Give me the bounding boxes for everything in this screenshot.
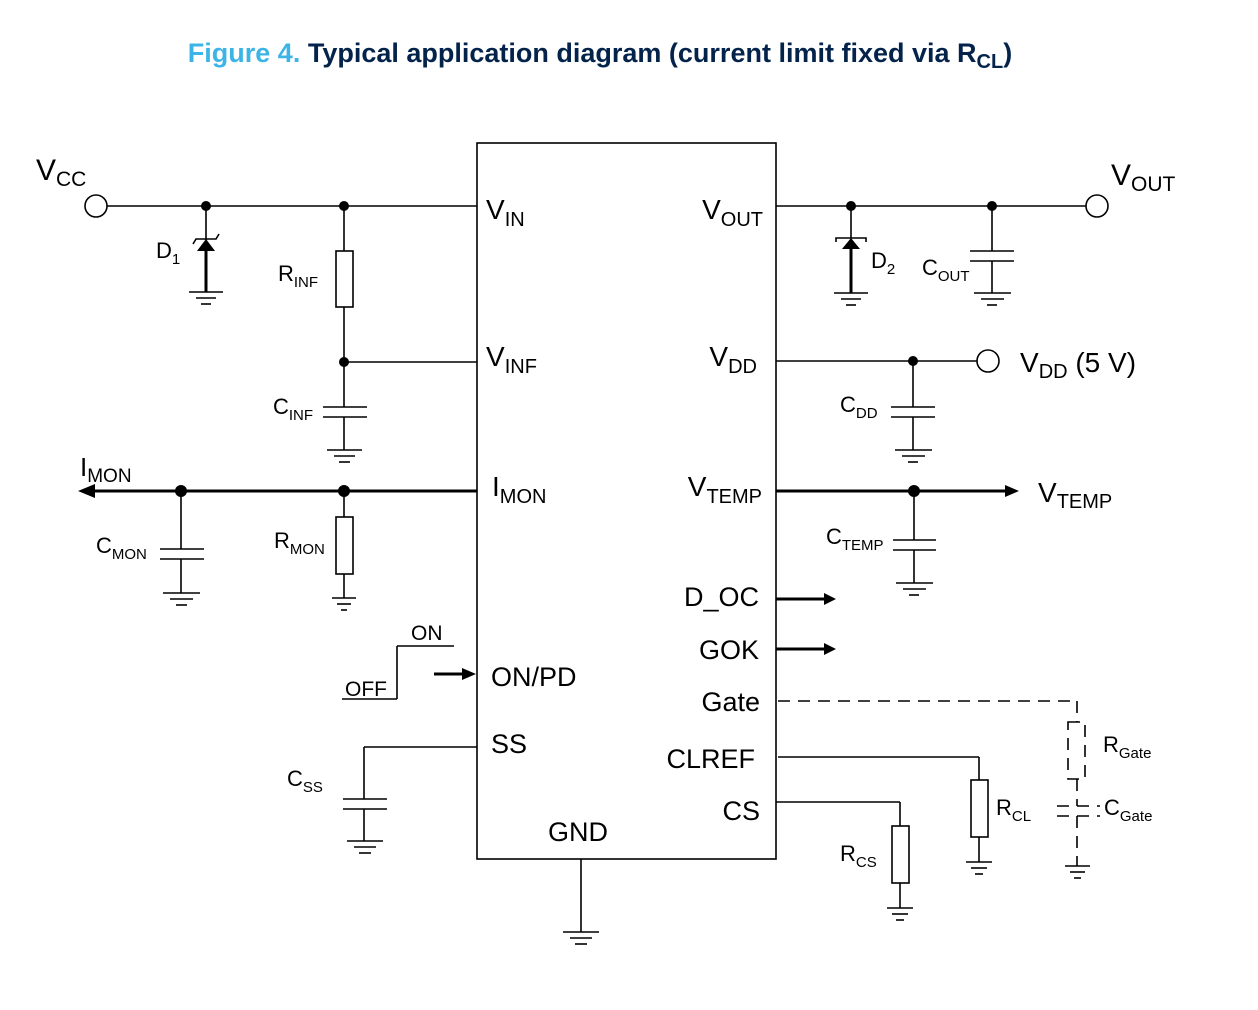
cdd-label: CDD — [840, 392, 878, 422]
pin-label-vinf: VINF — [486, 341, 537, 378]
onpd-switch-waveform — [342, 645, 476, 700]
cinf-label: CINF — [273, 394, 313, 424]
d1-label: D1 — [156, 238, 180, 268]
vinf-net — [339, 357, 477, 407]
caption-text: Typical application diagram (current lim… — [307, 38, 977, 68]
pin-label-gok: GOK — [699, 635, 759, 665]
switch-on-label: ON — [411, 622, 443, 645]
pin-label-cs: CS — [722, 796, 760, 826]
pin-label-vdd: VDD — [709, 341, 757, 378]
cinf-capacitor — [323, 406, 367, 463]
imon-net — [78, 484, 477, 498]
pin-label-gate: Gate — [701, 687, 760, 717]
cmon-capacitor — [160, 491, 204, 606]
gnd-ground-icon — [563, 859, 599, 945]
pin-label-ss: SS — [491, 729, 527, 759]
rcl-label: RCL — [996, 795, 1031, 825]
caption-end: ) — [1003, 38, 1013, 68]
rcs-label: RCS — [840, 841, 877, 871]
onpd-arrow-icon — [462, 668, 476, 680]
cgate-label: CGate — [1104, 795, 1152, 825]
cdd-capacitor — [891, 361, 935, 463]
vout-net — [776, 194, 1109, 218]
rinf-resistor — [335, 206, 354, 362]
pin-label-vin: VIN — [486, 194, 525, 231]
vout-label: VOUT — [1111, 159, 1176, 196]
vtemp-label: VTEMP — [1038, 477, 1112, 513]
rgate-label: RGate — [1103, 732, 1151, 762]
vout-terminal[interactable] — [1085, 194, 1109, 218]
cout-capacitor — [970, 206, 1014, 306]
figure-caption: Typical application diagram (current lim… — [307, 38, 1013, 73]
d2-diode — [834, 206, 868, 306]
vdd-terminal[interactable] — [976, 349, 1000, 373]
ctemp-capacitor — [893, 491, 936, 596]
cout-label: COUT — [922, 255, 970, 285]
vdd-label: VDD (5 V) — [1020, 347, 1136, 383]
pin-label-clref: CLREF — [666, 744, 755, 774]
rcl-resistor — [778, 756, 992, 875]
vdd-net — [776, 349, 1000, 373]
figure-number: Figure 4. — [187, 38, 301, 68]
caption-subscript: CL — [976, 51, 1004, 73]
rinf-label: RINF — [278, 261, 318, 291]
ic-body — [476, 142, 777, 860]
pin-label-vtemp: VTEMP — [688, 471, 762, 508]
vtemp-arrow-icon — [1005, 485, 1019, 497]
switch-off-label: OFF — [345, 678, 387, 701]
pin-label-gnd: GND — [548, 817, 608, 847]
d2-label: D2 — [871, 248, 895, 278]
doc-output-arrow-icon — [776, 593, 836, 605]
pin-label-vout: VOUT — [702, 194, 763, 231]
vtemp-net — [776, 485, 1019, 497]
css-capacitor — [343, 746, 477, 854]
pin-label-onpd: ON/PD — [491, 662, 577, 692]
rcs-resistor — [776, 801, 913, 921]
imon-arrow-icon — [78, 484, 95, 498]
vin-net — [84, 194, 477, 218]
vcc-label: VCC — [36, 154, 86, 191]
vcc-terminal[interactable] — [84, 194, 108, 218]
rmon-label: RMON — [274, 528, 325, 558]
figure-title: Figure 4. Typical application diagram (c… — [0, 38, 1200, 74]
pin-label-doc: D_OC — [684, 582, 759, 612]
cmon-label: CMON — [96, 533, 147, 563]
gok-output-arrow-icon — [776, 643, 836, 655]
pin-label-imon: IMON — [492, 471, 546, 508]
css-label: CSS — [287, 766, 323, 796]
d1-diode — [189, 206, 223, 305]
rgate-resistor — [1067, 721, 1086, 780]
imon-label: IMON — [80, 452, 132, 487]
rmon-resistor — [332, 491, 356, 611]
ctemp-label: CTEMP — [826, 524, 884, 554]
gate-optional-network — [778, 700, 1100, 879]
